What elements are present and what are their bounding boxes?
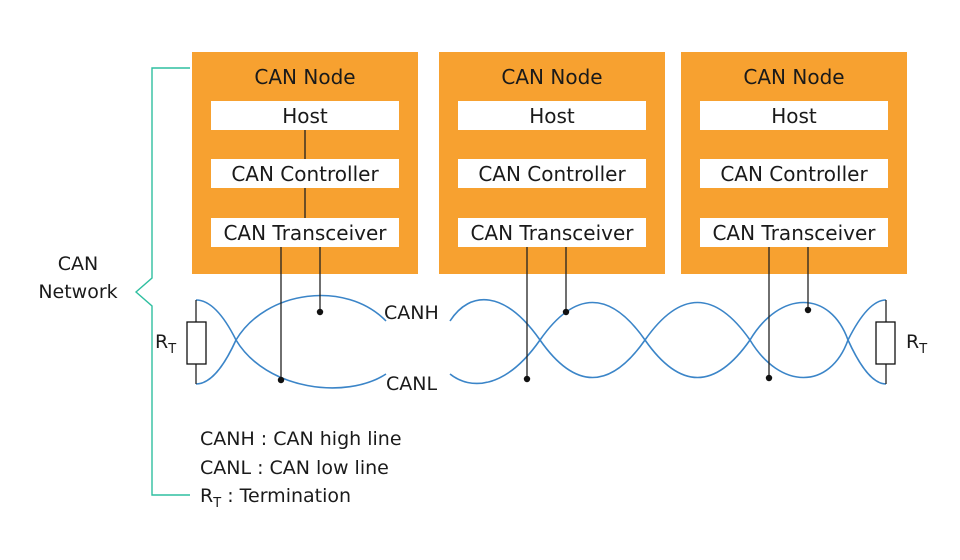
node-1-host-block <box>211 101 399 130</box>
node-3-canh-junction <box>804 306 812 314</box>
rt-left-sub: T <box>167 342 176 357</box>
node-1-canl-junction <box>277 376 285 384</box>
can-node-3: CAN Node Host CAN Controller CAN Transce… <box>681 52 907 274</box>
node-2-host-block <box>458 101 646 130</box>
network-label-line1: CAN <box>58 253 98 275</box>
legend: CANH : CAN high line CANL : CAN low line… <box>200 428 402 511</box>
transceiver-connections <box>277 247 812 384</box>
twisted-pair-bus <box>195 294 887 389</box>
svg-text:RT: RT <box>906 331 927 357</box>
rt-right-main: R <box>906 331 919 353</box>
node-2-canh-junction <box>562 308 570 316</box>
node-1-controller-label: CAN Controller <box>231 162 379 186</box>
resistor-left <box>186 321 207 365</box>
legend-rt-sub: T <box>212 496 221 511</box>
network-label-line2: Network <box>38 281 117 303</box>
node-3-title: CAN Node <box>743 65 844 89</box>
canh-label: CANH <box>384 302 439 324</box>
resistor-right <box>875 321 896 365</box>
node-1-canh-junction <box>316 308 324 316</box>
canl-label: CANL <box>386 373 437 395</box>
node-1-transceiver-label: CAN Transceiver <box>223 221 387 245</box>
legend-rt-main: R <box>200 485 213 507</box>
legend-canl: CANL : CAN low line <box>200 457 389 479</box>
network-brace <box>134 67 190 496</box>
node-3-host-label: Host <box>771 104 817 128</box>
rt-right-sub: T <box>918 342 927 357</box>
node-3-canl-junction <box>765 374 773 382</box>
node-3-transceiver-label: CAN Transceiver <box>712 221 876 245</box>
rt-left-main: R <box>155 331 168 353</box>
bus-wire-b <box>195 301 887 389</box>
svg-text:RT: RT <box>155 331 176 357</box>
node-1-host-label: Host <box>282 104 328 128</box>
node-2-transceiver-block <box>458 218 646 247</box>
node-1-controller-block <box>211 159 399 188</box>
node-1-title: CAN Node <box>254 65 355 89</box>
node-2-controller-label: CAN Controller <box>478 162 626 186</box>
node-3-controller-label: CAN Controller <box>720 162 868 186</box>
node-2-transceiver-label: CAN Transceiver <box>470 221 634 245</box>
node-1-transceiver-block <box>211 218 399 247</box>
legend-canh: CANH : CAN high line <box>200 428 402 450</box>
node-2-host-label: Host <box>529 104 575 128</box>
node-2-controller-block <box>458 159 646 188</box>
termination-left: RT <box>155 300 207 384</box>
legend-rt-text: : Termination <box>221 485 351 507</box>
can-node-2: CAN Node Host CAN Controller CAN Transce… <box>439 52 665 274</box>
node-2-title: CAN Node <box>501 65 602 89</box>
node-3-host-block <box>700 101 888 130</box>
node-3-controller-block <box>700 159 888 188</box>
can-node-1: CAN Node Host CAN Controller CAN Transce… <box>192 52 418 274</box>
termination-right: RT <box>875 300 927 384</box>
svg-text:RT : Termination: RT : Termination <box>200 485 351 511</box>
node-3-transceiver-block <box>700 218 888 247</box>
node-2-canl-junction <box>523 375 531 383</box>
